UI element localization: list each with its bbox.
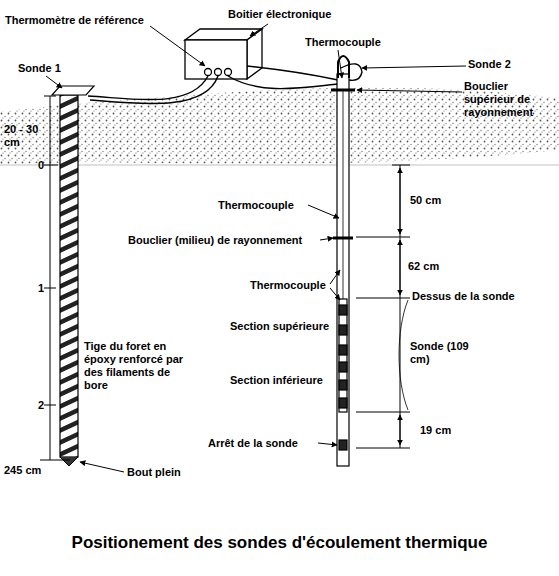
electronics-box <box>185 29 262 79</box>
dimension-label: Sonde (109 cm) <box>410 340 470 366</box>
heat-flow-probe <box>331 56 362 466</box>
probe-label: Sonde 2 <box>468 58 538 71</box>
section-label: Section supérieure <box>230 320 335 333</box>
drill-probe <box>52 86 94 466</box>
dimension-label: 19 cm <box>420 424 470 437</box>
depth-number: 1 <box>30 282 44 295</box>
diagram-title: Positionement des sondes d'écoulement th… <box>0 533 559 553</box>
part-label: Thermocouple <box>250 279 340 292</box>
depth-number: 245 cm <box>4 464 64 477</box>
part-label: Bout plein <box>127 466 217 479</box>
ground-line <box>0 165 559 166</box>
part-label: Thermocouple <box>305 36 395 49</box>
part-label: Tige du foret en époxy renforcé par des … <box>84 340 192 392</box>
depth-number: 2 <box>30 399 44 412</box>
dimension-label: 20 - 30 cm <box>4 123 48 149</box>
depth-number: 0 <box>30 159 44 172</box>
depth-scale <box>40 96 70 460</box>
probe-label: Sonde 1 <box>18 62 78 75</box>
part-label: Thermocouple <box>218 199 308 212</box>
instrument-label: Boitier électronique <box>228 8 358 21</box>
part-label: Arrêt de la sonde <box>208 437 318 450</box>
dimension-lines <box>356 165 410 448</box>
dimension-label: 50 cm <box>410 194 460 207</box>
part-label: Bouclier (milieu) de rayonnement <box>128 234 328 247</box>
leader-line <box>46 24 466 472</box>
part-label: Dessus de la sonde <box>412 290 542 303</box>
section-label: Section inférieure <box>230 374 335 387</box>
dimension-label: 62 cm <box>408 260 458 273</box>
instrument-label: Thermomètre de référence <box>5 14 155 27</box>
cable <box>88 66 338 104</box>
part-label: Bouclier supérieur de rayonnement <box>464 80 559 119</box>
